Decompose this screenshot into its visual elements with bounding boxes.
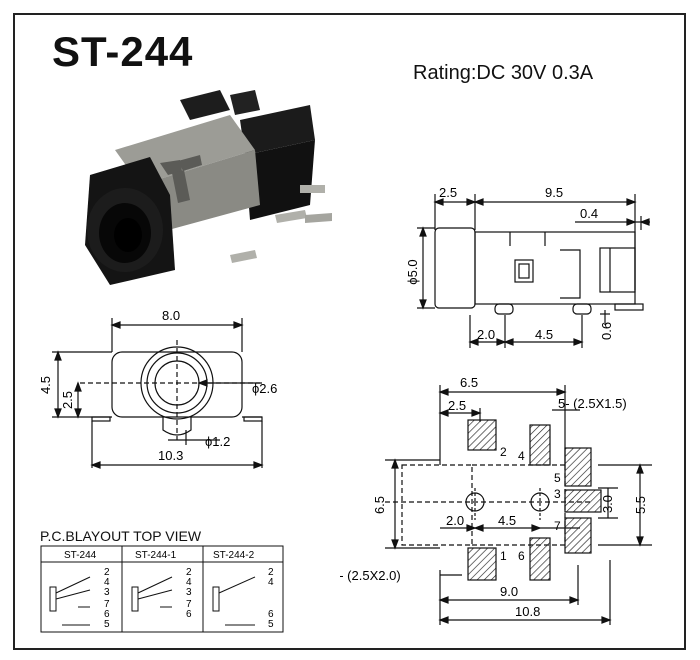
dim-front-height: 4.5 xyxy=(40,376,53,394)
pin-label: 3 xyxy=(554,487,561,501)
pin-label: 1 xyxy=(500,549,507,563)
dim-pcb-top-inner: 2.5 xyxy=(448,398,466,413)
dim-pcb-right-outer: 5.5 xyxy=(633,496,648,514)
product-photo xyxy=(85,90,332,285)
schematic-pin: 2 xyxy=(186,567,192,578)
dim-front-pin: ϕ1.2 xyxy=(205,434,230,449)
schematic-col-header: ST-244-1 xyxy=(135,550,177,561)
pin-label: 7 xyxy=(554,519,561,533)
model-title: ST-244 xyxy=(52,28,194,75)
schematic-pin: 2 xyxy=(268,567,274,578)
schematic-col-header: ST-244-2 xyxy=(213,550,255,561)
schematic-pin: 4 xyxy=(186,577,192,588)
dim-front-width: 8.0 xyxy=(162,308,180,323)
pad-note-top: 5- (2.5X1.5) xyxy=(558,396,627,411)
dim-pcb-right-inner: 3.0 xyxy=(600,495,615,513)
schematic-pin: 6 xyxy=(104,609,110,620)
pin-label: 5 xyxy=(554,471,561,485)
schematic-pin: 3 xyxy=(104,587,110,598)
dim-pcb-hole2: 4.5 xyxy=(498,513,516,528)
schematic-col-header: ST-244 xyxy=(64,550,97,561)
pcb-layout-drawing: 6.5 2.5 5- (2.5X1.5) 6.5 2.0 4.5 3.0 5.5… xyxy=(340,375,652,625)
schematic-pin: 5 xyxy=(268,619,274,630)
rating-text: Rating:DC 30V 0.3A xyxy=(413,62,594,84)
pad-2 xyxy=(467,419,497,451)
schematic-pin: 3 xyxy=(186,587,192,598)
dim-side-pin-height: 0.6 xyxy=(599,322,614,340)
dim-front-overall: 10.3 xyxy=(158,448,183,463)
dim-side-pin-offset: 0.4 xyxy=(580,206,598,221)
schematic-title: P.C.BLAYOUT TOP VIEW xyxy=(40,528,202,544)
schematic-pin: 6 xyxy=(268,609,274,620)
dim-pcb-bottom2: 10.8 xyxy=(515,604,540,619)
dim-front-center: 2.5 xyxy=(60,391,75,409)
dim-front-hole: ϕ2.6 xyxy=(252,381,277,396)
pad-5 xyxy=(564,447,592,487)
dim-pcb-left: 6.5 xyxy=(372,496,387,514)
pad-1 xyxy=(467,547,497,581)
front-view-drawing: 8.0 4.5 2.5 ϕ2.6 ϕ1.2 10.3 xyxy=(40,308,277,469)
schematic-pin: 2 xyxy=(104,567,110,578)
dim-pcb-top: 6.5 xyxy=(460,375,478,390)
dim-side-pin1: 2.0 xyxy=(477,327,495,342)
schematic-pin: 7 xyxy=(186,599,192,610)
pad-6 xyxy=(529,537,551,581)
schematic-pin: 5 xyxy=(104,619,110,630)
dim-side-front: 2.5 xyxy=(439,185,457,200)
pin-label: 6 xyxy=(518,549,525,563)
pin-label: 2 xyxy=(500,445,507,459)
schematic-pin: 6 xyxy=(186,609,192,620)
pin-label: 4 xyxy=(518,449,525,463)
pad-7 xyxy=(564,517,592,554)
drawing-frame xyxy=(13,13,686,650)
dim-pcb-bottom1: 9.0 xyxy=(500,584,518,599)
dim-side-pin2: 4.5 xyxy=(535,327,553,342)
schematic-pin: 7 xyxy=(104,599,110,610)
dim-side-height: ϕ5.0 xyxy=(405,259,420,284)
dim-pcb-hole1: 2.0 xyxy=(446,513,464,528)
schematic-pin: 4 xyxy=(268,577,274,588)
schematic-table: ST-244 ST-244-1 ST-244-2 2 4 3 7 6 5 2 4… xyxy=(40,545,284,633)
pad-note-bottom: 2- (2.5X2.0) xyxy=(340,568,401,583)
side-view-drawing: 2.5 9.5 0.4 ϕ5.0 2.0 4.5 0.6 xyxy=(405,185,650,348)
schematic-pin: 4 xyxy=(104,577,110,588)
pad-4 xyxy=(529,424,551,466)
pad-3 xyxy=(564,489,602,513)
dim-side-overall: 9.5 xyxy=(545,185,563,200)
